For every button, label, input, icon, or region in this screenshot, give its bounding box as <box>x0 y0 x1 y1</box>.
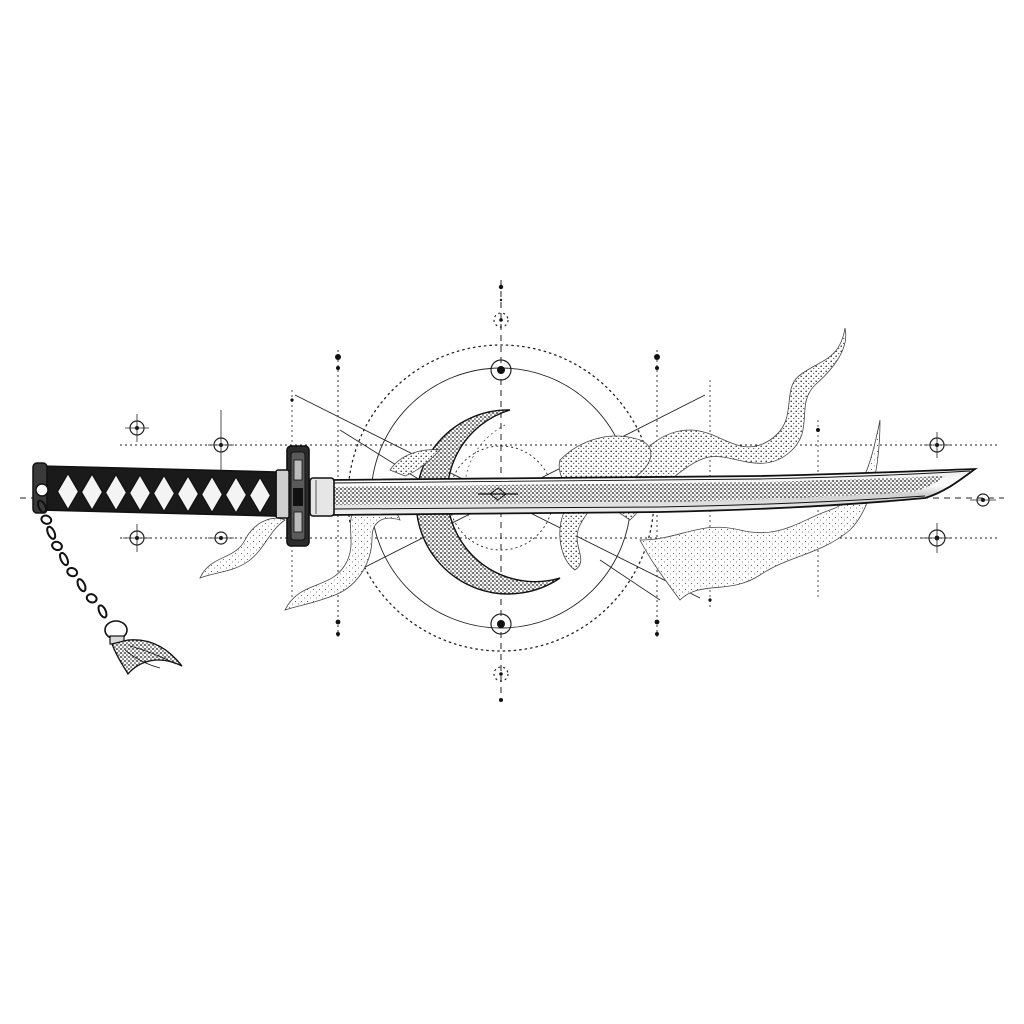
blade-engraving <box>478 487 518 501</box>
crosshair-marker <box>922 523 952 553</box>
wrap-diamond <box>176 474 200 514</box>
kashira-pommel <box>32 462 49 514</box>
chain-link <box>40 514 53 525</box>
fuchi-collar <box>275 469 290 519</box>
katana <box>32 445 978 676</box>
crosshair-marker <box>970 493 996 507</box>
node-dots <box>290 354 820 636</box>
wrap-diamond <box>56 472 80 511</box>
top-target-marker <box>490 284 512 381</box>
tassel <box>104 620 183 676</box>
crosshair-marker <box>208 410 234 480</box>
smoke-wisp-right-tall <box>599 327 847 521</box>
smoke-wisp-left-small <box>199 517 286 579</box>
pommel-ring <box>35 483 49 497</box>
chain-link <box>59 551 69 567</box>
smoke-wisp-right-lower <box>639 419 881 601</box>
tassel-fringe <box>111 639 183 676</box>
smoke-wisps <box>199 327 881 611</box>
chain-link <box>37 499 47 514</box>
tsuba-guard <box>286 445 310 547</box>
chain-link <box>76 578 87 593</box>
wrap-diamond <box>224 475 248 515</box>
chain-link <box>85 593 98 604</box>
katana-blade <box>329 467 978 516</box>
chain-link <box>66 566 79 578</box>
diagonal-line-4 <box>599 559 661 601</box>
wrap-diamond <box>152 474 176 513</box>
crosshair-marker <box>924 432 950 458</box>
crosshair-marker <box>123 524 151 552</box>
bottom-target-marker <box>490 613 512 702</box>
habaki <box>309 477 335 517</box>
wrap-diamond <box>128 473 152 513</box>
wrap-diamond <box>248 476 272 515</box>
chain-link <box>97 604 108 619</box>
crosshair-marker <box>208 531 234 545</box>
smoke-wisp-left-upper <box>389 449 441 477</box>
wrap-diamond <box>200 475 224 514</box>
chain-link <box>51 540 63 552</box>
chain-link <box>46 525 57 540</box>
wrap-diamond <box>104 473 128 512</box>
smoke-wisp-left-lower <box>284 500 401 611</box>
wrap-diamond <box>80 472 104 512</box>
sageo-chain <box>37 499 108 619</box>
katana-handle <box>39 465 277 517</box>
crosshair-marker <box>125 414 149 442</box>
handle-wrap-diamonds <box>56 472 272 515</box>
